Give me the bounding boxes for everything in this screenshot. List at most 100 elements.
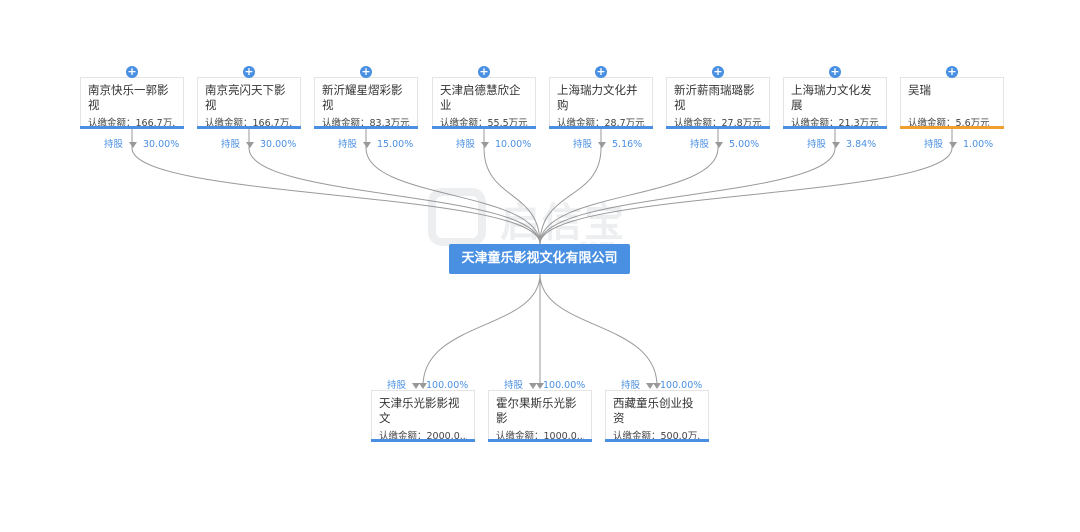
shareholder-name: 吴瑞 <box>908 83 931 97</box>
percentage-value: 1.00% <box>963 139 994 150</box>
shareholder-node[interactable]: 新沂薪雨瑞璐影视 文化工作室认缴金额：27.8万元 <box>666 77 770 129</box>
subsidiary-holding-label: 持股 100.00% <box>621 377 702 391</box>
holding-label: 持股 <box>924 139 944 150</box>
node-accent-bar <box>900 126 1004 129</box>
subscribed-amount: 认缴金额：5.6万元 <box>908 118 990 129</box>
watermark-logo-icon <box>428 188 486 246</box>
percentage-value: 5.16% <box>612 139 643 150</box>
shareholder-name: 上海瑞力文化发展 股权投资基金... <box>791 83 872 112</box>
expand-plus-icon[interactable]: + <box>829 65 841 78</box>
arrow-down-icon <box>832 141 841 148</box>
arrow-down-icon <box>653 383 661 389</box>
shareholder-node[interactable]: 南京亮闪天下影视 文化工作室认缴金额：166.7万... <box>197 77 301 129</box>
shareholder-link <box>483 129 541 245</box>
expand-plus-icon[interactable]: + <box>243 65 255 78</box>
subsidiary-name: 霍尔果斯乐光影影 视文化有限公司 <box>496 396 577 425</box>
expand-plus-icon[interactable]: + <box>126 65 138 78</box>
node-accent-bar <box>666 126 770 129</box>
shareholder-node[interactable]: 吴瑞认缴金额：5.6万元 <box>900 77 1004 129</box>
percentage-value: 100.00% <box>660 380 703 391</box>
subscribed-amount: 认缴金额：27.8万元 <box>674 118 762 129</box>
subscribed-amount: 认缴金额：55.5万元 <box>440 118 528 129</box>
shareholder-link <box>539 129 719 245</box>
arrow-down-icon <box>646 382 655 389</box>
arrow-down-icon <box>481 141 490 148</box>
expand-plus-icon[interactable]: + <box>712 65 724 78</box>
shareholder-link <box>539 129 953 245</box>
node-accent-bar <box>197 126 301 129</box>
center-company-node[interactable]: 天津童乐影视文化有限公司 <box>449 244 630 274</box>
shareholding-label: 持股 30.00% <box>221 136 296 150</box>
shareholding-label: 持股 30.00% <box>104 136 179 150</box>
subsidiary-node[interactable]: 天津乐光影影视文 化有限公司认缴金额：2000.0... <box>371 390 475 442</box>
node-accent-bar <box>783 126 887 129</box>
arrow-down-icon <box>129 141 138 148</box>
shareholder-link <box>248 129 541 245</box>
shareholder-name: 南京亮闪天下影视 文化工作室 <box>205 83 286 112</box>
shareholding-label: 持股 1.00% <box>924 136 993 150</box>
percentage-value: 10.00% <box>495 139 532 150</box>
expand-plus-icon[interactable]: + <box>946 65 958 78</box>
arrow-down-icon <box>246 141 255 148</box>
shareholder-name: 新沂薪雨瑞璐影视 文化工作室 <box>674 83 755 112</box>
shareholder-node[interactable]: 上海瑞力文化发展 股权投资基金... 认缴金额：21.3万元 <box>783 77 887 129</box>
shareholder-link <box>131 129 541 245</box>
subscribed-amount: 认缴金额：21.3万元 <box>791 118 879 129</box>
holding-label: 持股 <box>387 380 407 391</box>
arrow-down-icon <box>715 141 724 148</box>
shareholder-name: 上海瑞力文化并购 股权投资基金... <box>557 83 638 112</box>
subsidiary-node[interactable]: 霍尔果斯乐光影影 视文化有限公司认缴金额：1000.0... <box>488 390 592 442</box>
percentage-value: 100.00% <box>426 380 469 391</box>
shareholding-label: 持股 10.00% <box>456 136 531 150</box>
shareholder-name: 南京快乐一郭影视 文化工作室 <box>88 83 169 112</box>
subscribed-amount: 认缴金额：500.0万... <box>613 431 701 442</box>
arrow-down-icon <box>419 383 427 389</box>
percentage-value: 3.84% <box>846 139 877 150</box>
expand-plus-icon[interactable]: + <box>478 65 490 78</box>
shareholder-node[interactable]: 新沂耀星熠彩影视 文化工作室认缴金额：83.3万元 <box>314 77 418 129</box>
expand-plus-icon[interactable]: + <box>595 65 607 78</box>
watermark-logo: 启信宝 com <box>428 180 658 260</box>
shareholder-link <box>365 129 541 245</box>
subsidiary-link <box>422 273 541 387</box>
arrow-down-icon <box>529 382 538 389</box>
subsidiary-name: 天津乐光影影视文 化有限公司 <box>379 396 460 425</box>
node-accent-bar <box>605 439 709 442</box>
node-accent-bar <box>432 126 536 129</box>
subscribed-amount: 认缴金额：166.7万... <box>88 118 176 129</box>
shareholder-node[interactable]: 上海瑞力文化并购 股权投资基金... 认缴金额：28.7万元 <box>549 77 653 129</box>
shareholder-name: 天津启德慧欣企业 管理合伙企业... <box>440 83 521 112</box>
percentage-value: 100.00% <box>543 380 586 391</box>
expand-plus-icon[interactable]: + <box>360 65 372 78</box>
percentage-value: 30.00% <box>260 139 297 150</box>
percentage-value: 15.00% <box>377 139 414 150</box>
subscribed-amount: 认缴金额：2000.0... <box>379 431 467 442</box>
holding-label: 持股 <box>221 139 241 150</box>
subscribed-amount: 认缴金额：166.7万... <box>205 118 293 129</box>
subsidiary-holding-label: 持股 100.00% <box>387 377 468 391</box>
subscribed-amount: 认缴金额：28.7万元 <box>557 118 645 129</box>
percentage-value: 30.00% <box>143 139 180 150</box>
shareholder-link <box>539 129 836 245</box>
arrow-down-icon <box>412 382 421 389</box>
shareholder-link <box>539 129 602 245</box>
arrow-down-icon <box>949 141 958 148</box>
node-accent-bar <box>371 439 475 442</box>
node-accent-bar <box>549 126 653 129</box>
holding-label: 持股 <box>621 380 641 391</box>
arrow-down-icon <box>598 141 607 148</box>
percentage-value: 5.00% <box>729 139 760 150</box>
shareholder-node[interactable]: 南京快乐一郭影视 文化工作室认缴金额：166.7万... <box>80 77 184 129</box>
subsidiary-node[interactable]: 西藏童乐创业投资 管理有限责任公司认缴金额：500.0万... <box>605 390 709 442</box>
holding-label: 持股 <box>456 139 476 150</box>
arrow-down-icon <box>363 141 372 148</box>
node-accent-bar <box>80 126 184 129</box>
holding-label: 持股 <box>104 139 124 150</box>
shareholder-node[interactable]: 天津启德慧欣企业 管理合伙企业... 认缴金额：55.5万元 <box>432 77 536 129</box>
